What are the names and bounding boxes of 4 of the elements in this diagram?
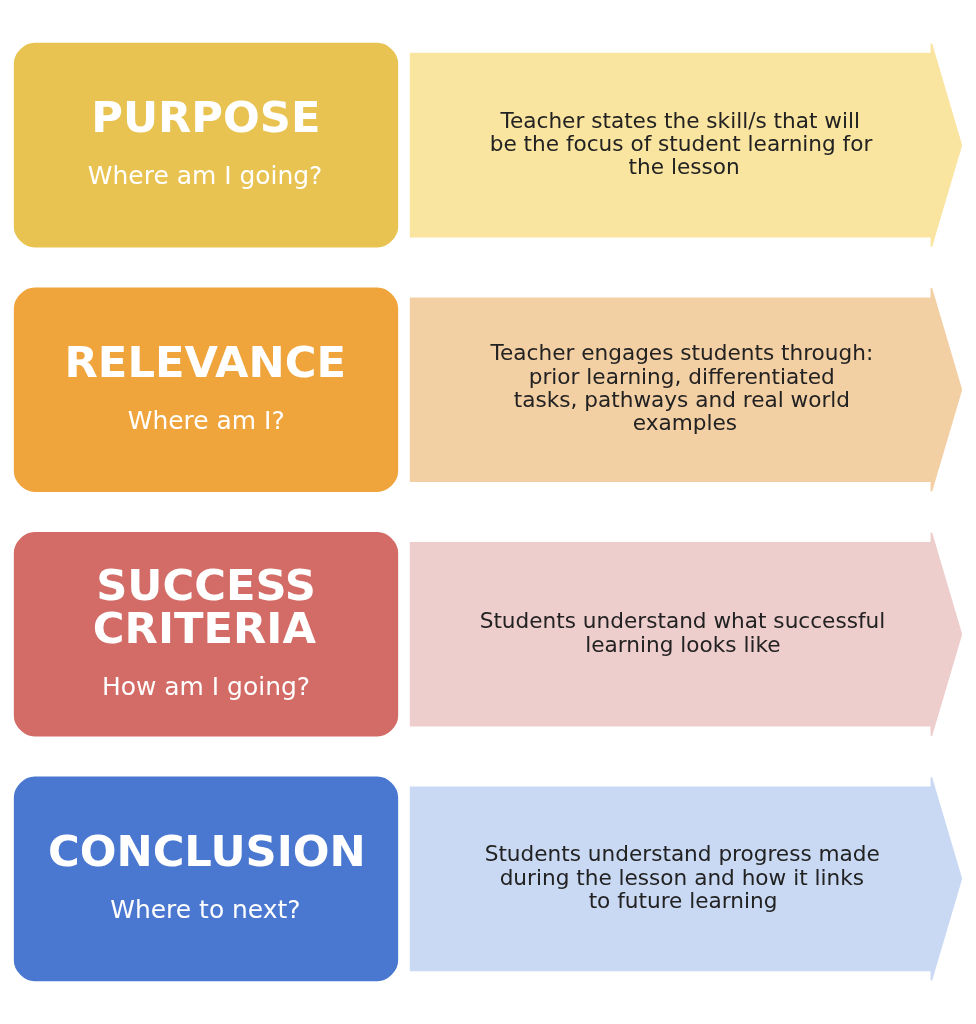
node-box: PURPOSE Where am I going? — [13, 42, 399, 248]
node-box: CONCLUSION Where to next? — [13, 776, 399, 982]
node-box: SUCCESS CRITERIA How am I going? — [13, 531, 399, 737]
node-box: RELEVANCE Where am I? — [13, 287, 399, 493]
